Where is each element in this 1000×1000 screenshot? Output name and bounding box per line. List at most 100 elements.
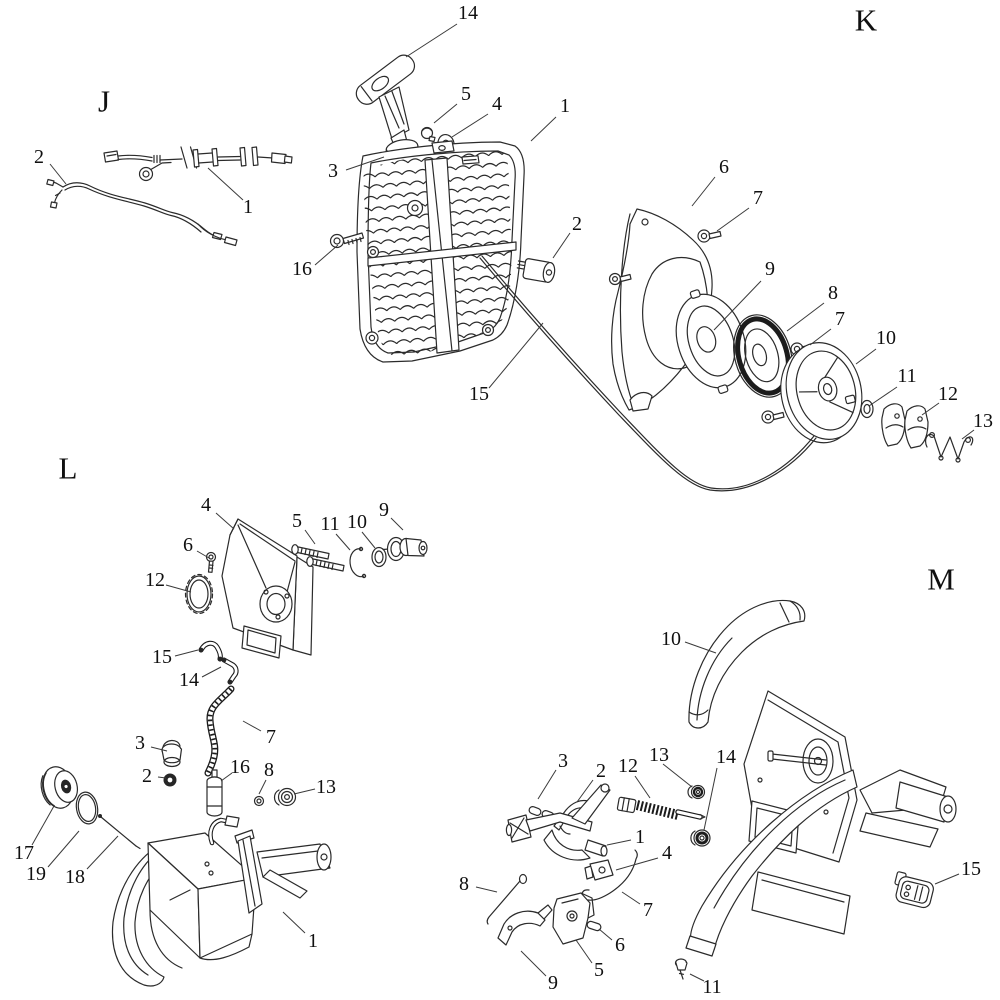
l-mounting-bolts xyxy=(292,545,344,571)
leader-L-5 xyxy=(305,530,315,544)
m-screw xyxy=(676,959,688,979)
leader-K-13 xyxy=(962,430,974,439)
leader-L-2 xyxy=(158,777,166,778)
l-fuel-filter xyxy=(207,770,222,816)
k-pawl-spring xyxy=(926,433,973,462)
m-trigger-lever xyxy=(498,905,552,945)
leader-K-12 xyxy=(922,403,939,415)
l-snap-ring xyxy=(350,547,366,577)
j-ignition-cable-assembly xyxy=(104,147,292,181)
leader-K-4 xyxy=(452,114,488,137)
k-starter-housing xyxy=(354,141,538,362)
leader-K-2 xyxy=(553,233,570,258)
l-fuel-hose xyxy=(208,689,231,773)
leader-L-15 xyxy=(175,650,198,656)
leader-K-14 xyxy=(406,24,457,57)
l-clutch-drum xyxy=(37,763,82,812)
m-trigger-bracket xyxy=(553,893,594,944)
leader-K-9 xyxy=(714,281,761,330)
leader-L-4 xyxy=(216,513,234,529)
leader-L-8 xyxy=(259,780,266,794)
leader-L-16 xyxy=(221,773,232,781)
m-pivot-pin xyxy=(586,921,601,932)
leader-L-12 xyxy=(166,585,191,592)
m-stop-switch xyxy=(891,871,936,909)
leader-K-15 xyxy=(489,323,543,388)
m-frame-assembly xyxy=(686,691,956,956)
leader-M-12 xyxy=(635,776,650,798)
leader-M-10 xyxy=(685,642,716,653)
m-cable-clamp-block xyxy=(585,860,613,880)
leader-J-2 xyxy=(50,164,66,184)
k-cover-screws xyxy=(610,230,814,423)
m-bushing xyxy=(691,830,710,846)
leader-M-3 xyxy=(538,770,556,799)
leader-L-18 xyxy=(87,836,118,869)
leader-L-10 xyxy=(362,532,375,548)
leader-K-7 xyxy=(717,208,749,231)
leader-K-16 xyxy=(315,245,338,265)
k-starter-pulley-drum xyxy=(770,335,872,451)
leader-M-13 xyxy=(663,764,692,787)
k-fan-baffle-bracket xyxy=(612,209,712,411)
m-throttle-bracket xyxy=(506,784,610,860)
leader-lines xyxy=(32,24,974,981)
leader-L-7 xyxy=(243,721,261,731)
leader-K-11 xyxy=(869,387,897,406)
k-retaining-ring xyxy=(861,401,873,418)
m-top-handle xyxy=(689,600,805,728)
leader-L-13 xyxy=(294,789,315,794)
leader-L-17 xyxy=(32,806,54,845)
leader-J-1 xyxy=(208,168,243,200)
leader-M-8 xyxy=(476,887,497,892)
leader-L-19 xyxy=(48,831,79,867)
leader-K-10 xyxy=(856,349,876,364)
l-gasket xyxy=(186,575,213,614)
leader-K-1 xyxy=(531,117,556,141)
leader-M-11 xyxy=(690,974,704,981)
l-elbow-fitting xyxy=(222,658,237,685)
leader-M-5 xyxy=(576,940,592,963)
leader-L-3 xyxy=(151,747,167,751)
leader-M-2 xyxy=(577,780,593,802)
leader-L-6 xyxy=(197,551,209,558)
leader-K-3 xyxy=(346,157,384,170)
leader-K-7 xyxy=(810,329,831,345)
leader-L-14 xyxy=(202,667,221,677)
leader-L-1 xyxy=(283,912,305,933)
l-nut xyxy=(255,797,264,806)
k-spacer-bolt xyxy=(516,257,556,283)
k-friction-ring xyxy=(725,308,802,404)
l-fuel-cap xyxy=(162,740,182,766)
leader-M-15 xyxy=(935,874,959,884)
m-spring-bolt xyxy=(617,797,705,819)
m-nut xyxy=(688,786,705,799)
leader-M-9 xyxy=(521,951,546,976)
l-impulse-hose xyxy=(199,643,223,661)
k-starter-rope xyxy=(480,256,816,491)
leader-M-4 xyxy=(616,858,658,870)
l-crankcase-housing xyxy=(222,519,313,658)
leader-M-6 xyxy=(599,929,612,940)
leader-M-7 xyxy=(622,892,640,904)
l-large-o-ring xyxy=(74,790,100,825)
l-bearing xyxy=(275,789,296,806)
l-grommet xyxy=(163,773,177,787)
k-flange-nut xyxy=(422,128,436,142)
leader-M-1 xyxy=(607,840,631,845)
leader-L-9 xyxy=(391,518,403,530)
m-return-spring-wire xyxy=(487,875,526,925)
j-wire-harness xyxy=(47,180,237,246)
l-tank-handle-body xyxy=(112,816,331,986)
leader-M-14 xyxy=(704,768,717,830)
l-pin-rod xyxy=(98,814,140,849)
k-pawl-shoes xyxy=(882,404,928,448)
l-housing-screw xyxy=(207,553,216,573)
k-housing-screw xyxy=(331,233,364,248)
leader-K-6 xyxy=(692,177,715,206)
l-o-ring xyxy=(372,548,386,567)
l-oil-pump xyxy=(383,538,427,561)
leader-K-8 xyxy=(787,303,824,331)
